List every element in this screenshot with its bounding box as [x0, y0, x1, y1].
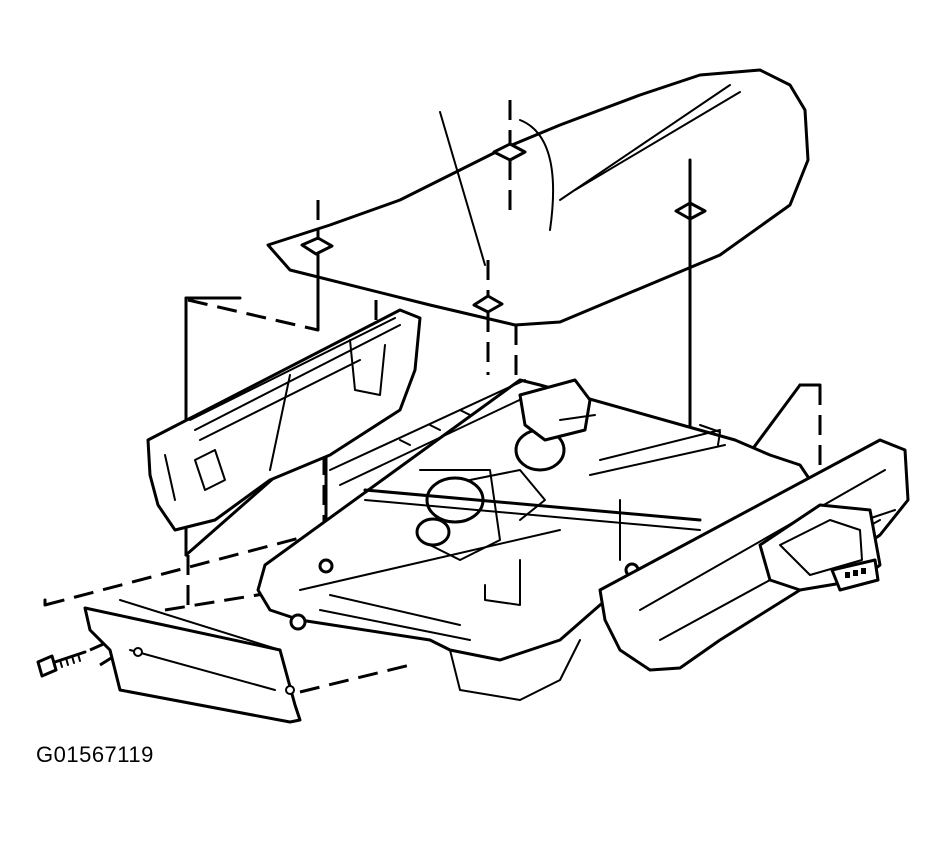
cross-rod [363, 488, 702, 531]
cushion-clip-center [472, 294, 504, 314]
front-trim-strip [83, 599, 302, 724]
motor-rear [514, 378, 596, 472]
cushion-clip-rear [492, 142, 527, 162]
screw [36, 650, 87, 678]
motor-center [415, 469, 546, 561]
figure-id-label: G01567119 [36, 742, 154, 767]
left-trim-panel [146, 308, 422, 532]
cushion-clip-left [300, 236, 334, 256]
seat-switch-connector [830, 558, 880, 592]
seat-cushion [266, 68, 810, 327]
